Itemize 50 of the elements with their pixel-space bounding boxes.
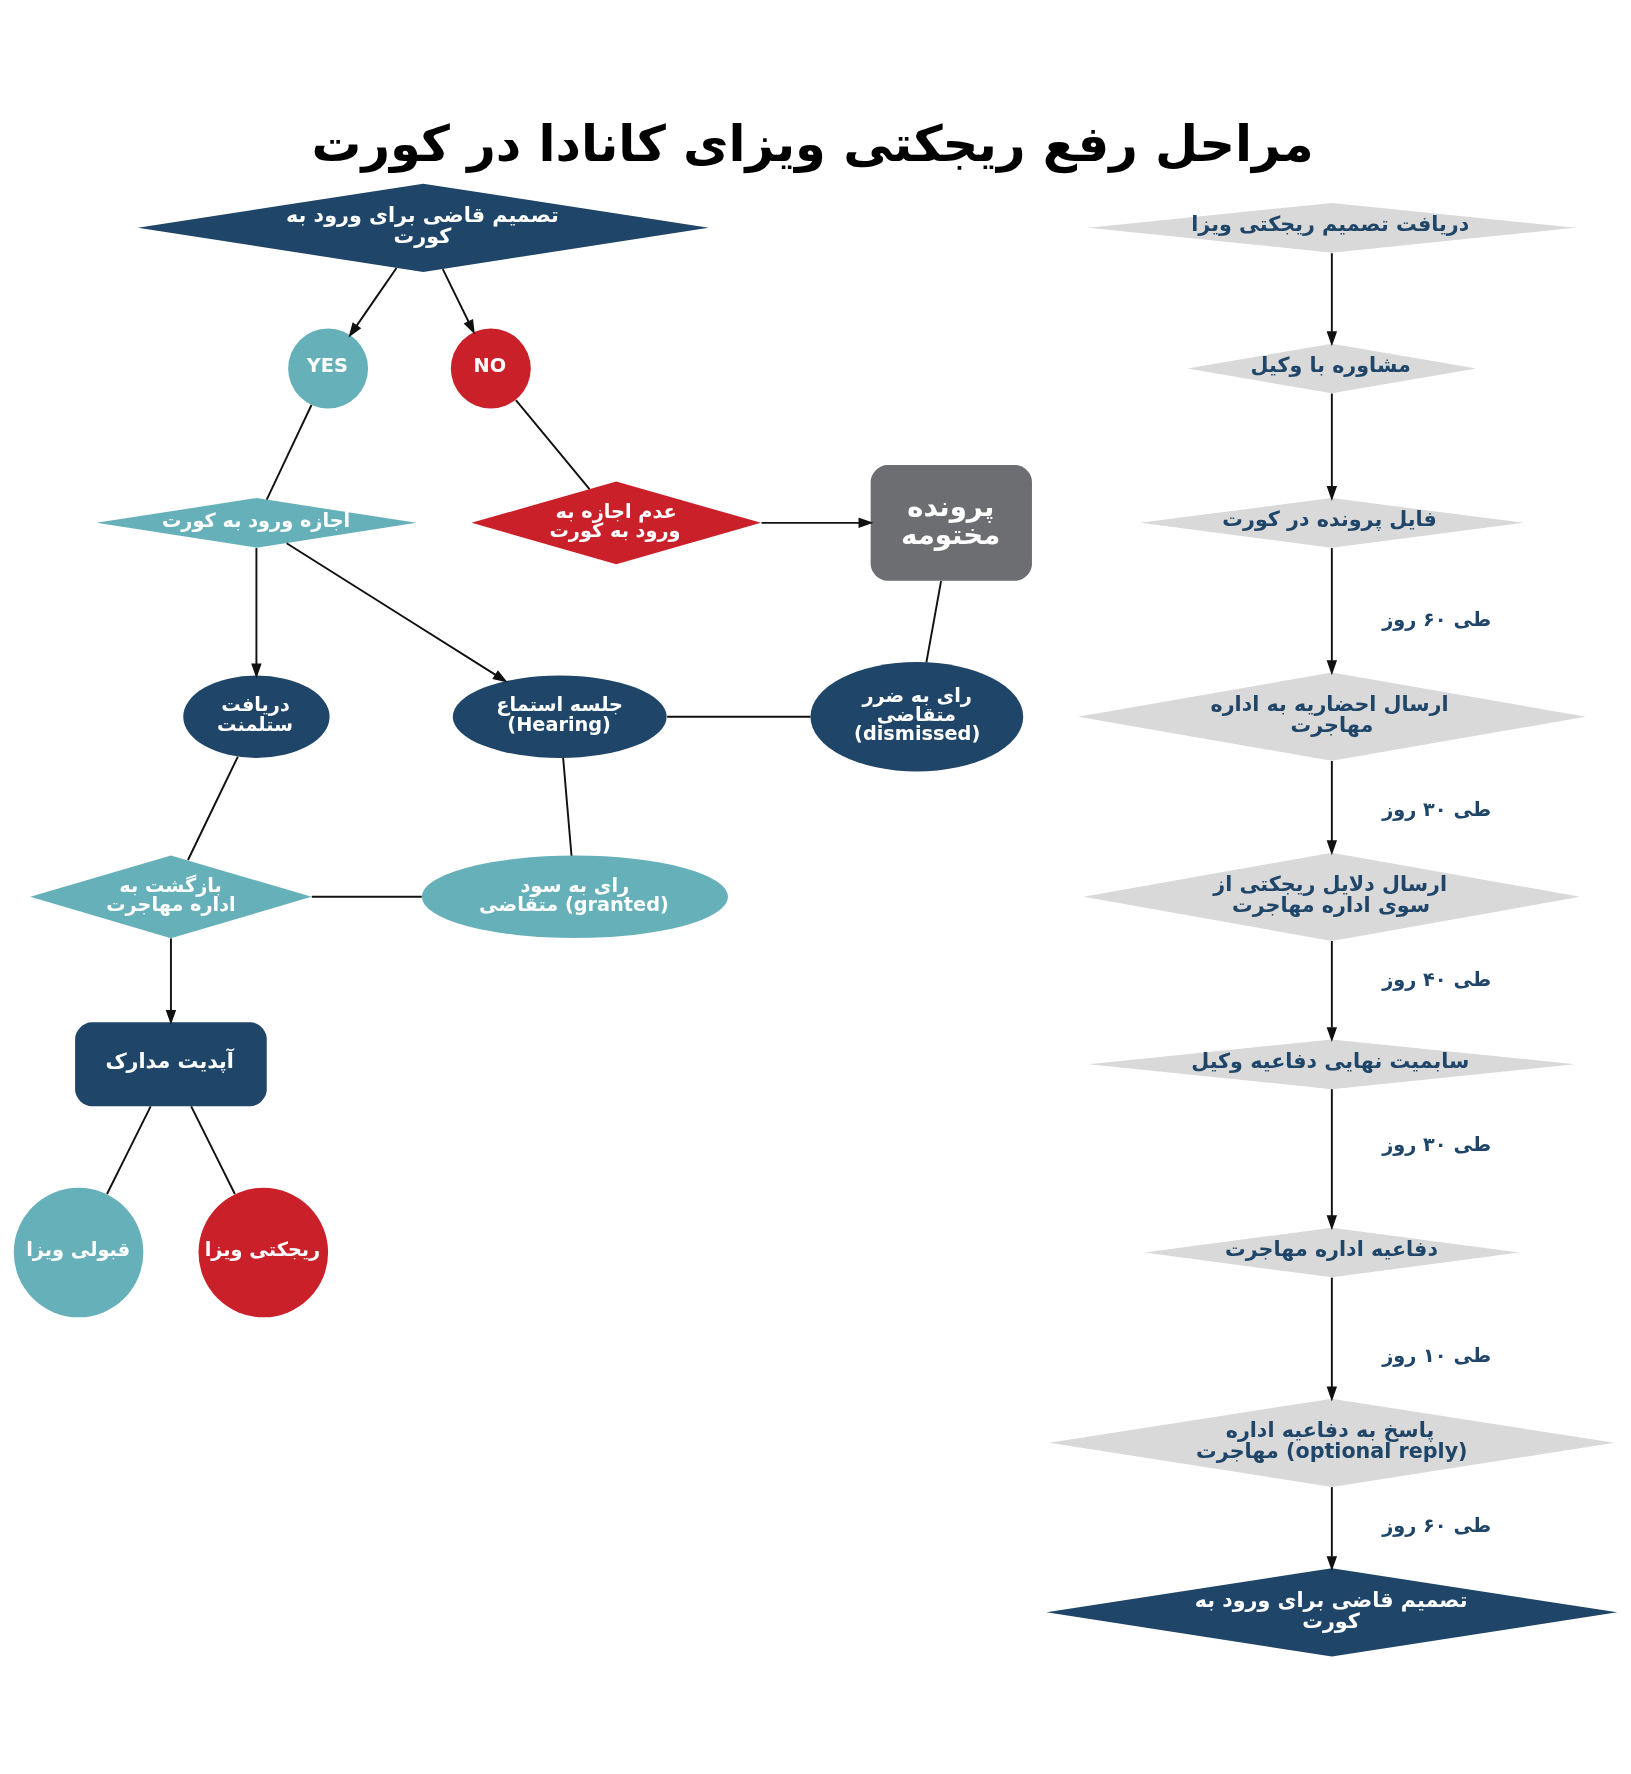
connector <box>190 1105 236 1195</box>
edge-label: طی ۶۰ روز <box>1382 1513 1492 1537</box>
arrow <box>251 547 262 679</box>
arrow <box>1326 1088 1338 1231</box>
connector <box>265 404 313 501</box>
node-box: پرونده مختومه <box>870 464 1032 581</box>
node-circle: YES <box>288 328 369 409</box>
edge-label: طی ۳۰ روز <box>1382 798 1492 822</box>
arrow <box>1326 940 1338 1043</box>
node-diamond: تصمیم قاضی برای ورود به کورت <box>137 183 709 272</box>
arrow <box>1326 547 1338 676</box>
arrow <box>165 937 177 1025</box>
connector <box>106 1105 152 1195</box>
node-box: آپدیت مدارک <box>75 1022 267 1107</box>
connector <box>925 580 943 664</box>
arrow <box>1326 252 1338 347</box>
node-circle: ریجکتی ویزا <box>198 1187 329 1318</box>
edge-label: طی ۴۰ روز <box>1382 967 1492 991</box>
node-diamond: عدم اجازه به ورود به کورت <box>471 481 762 565</box>
connector <box>310 895 423 898</box>
arrow <box>285 542 508 683</box>
node-diamond: ارسال احضاریه به اداره مهاجرت <box>1078 672 1586 761</box>
arrow <box>1326 760 1338 856</box>
node-diamond: پاسخ به دفاعیه اداره مهاجرت (optional reply) <box>1049 1398 1615 1487</box>
node-circle: قبولی ویزا <box>13 1187 144 1318</box>
node-diamond: تصمیم قاضی برای ورود به کورت <box>1046 1568 1618 1657</box>
edge-label: طی ۱۰ روز <box>1382 1344 1492 1368</box>
node-diamond: سابمیت نهایی دفاعیه وکیل <box>1088 1039 1576 1090</box>
arrow <box>1326 392 1338 501</box>
node-diamond: بازگشت به اداره مهاجرت <box>30 855 312 939</box>
connector <box>187 755 239 861</box>
node-diamond: اجازه ورود به کورت <box>96 498 417 548</box>
connector <box>666 715 812 718</box>
node-diamond: ارسال دلایل ریجکتی از سوی اداره مهاجرت <box>1083 852 1580 941</box>
edge-label: طی ۶۰ روز <box>1382 607 1492 631</box>
connector <box>562 756 573 857</box>
diagram-title: مراحل رفع ریجکتی ویزای کانادا در کورت <box>311 115 1314 174</box>
node-diamond: دفاعیه اداره مهاجرت <box>1144 1227 1520 1278</box>
node-ellipse: دریافت ستلمنت <box>183 675 330 758</box>
connector <box>514 399 591 491</box>
edge-label: طی ۳۰ روز <box>1382 1133 1492 1157</box>
arrow <box>760 517 874 529</box>
node-diamond: فایل پرونده در کورت <box>1140 498 1524 548</box>
node-ellipse: رای به سود متقاضی (granted) <box>421 855 728 938</box>
node-circle: NO <box>450 328 531 409</box>
arrow <box>441 268 475 335</box>
arrow <box>1326 1276 1338 1402</box>
arrow <box>348 267 398 338</box>
node-diamond: مشاوره با وکیل <box>1187 343 1477 394</box>
arrow <box>1326 1486 1338 1572</box>
